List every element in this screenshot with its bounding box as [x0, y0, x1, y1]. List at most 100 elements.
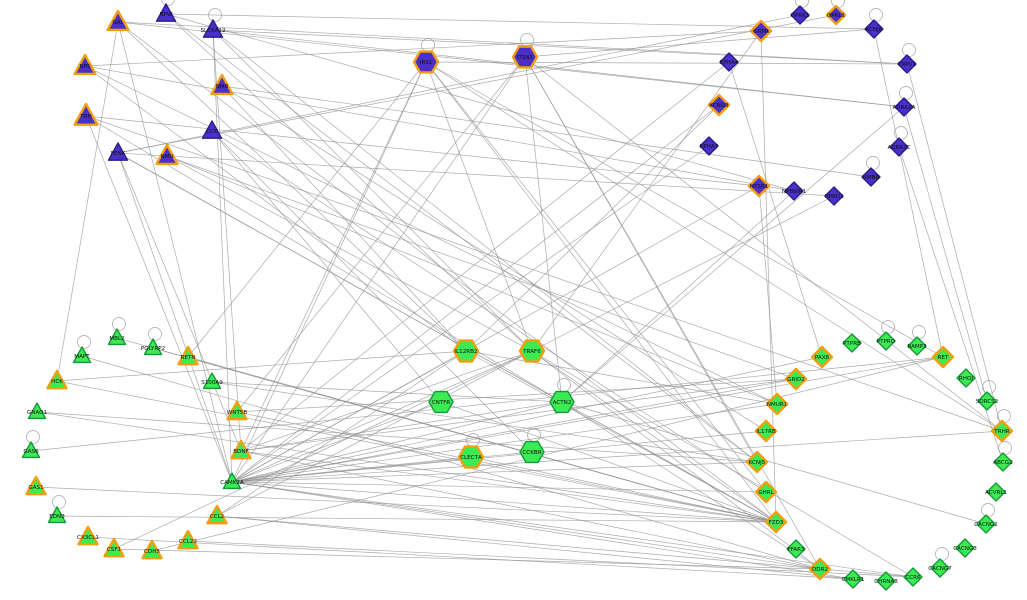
diamond-node-shape[interactable]	[861, 167, 881, 187]
triangle-node-shape[interactable]	[143, 338, 163, 356]
node-gd12[interactable]: KCNJ5	[745, 450, 769, 474]
node-ph1[interactable]: IRS1	[412, 50, 440, 74]
node-gh2[interactable]: TRAF6	[518, 339, 546, 363]
node-gh5[interactable]: CLEC7A	[457, 445, 485, 469]
diamond-node-shape[interactable]	[745, 450, 769, 474]
diamond-node-shape[interactable]	[810, 345, 834, 369]
triangle-node-shape[interactable]	[230, 439, 252, 460]
triangle-node-shape[interactable]	[27, 402, 47, 420]
node-pt3[interactable]: SLC6A12	[200, 19, 226, 38]
node-pd4[interactable]: KCNJ6	[864, 19, 884, 39]
hexagon-node-shape[interactable]	[549, 390, 575, 414]
node-pd14[interactable]: NMBR	[861, 167, 881, 187]
triangle-node-shape[interactable]	[21, 441, 41, 459]
triangle-node-shape[interactable]	[222, 472, 242, 490]
node-pd8[interactable]: ADRA2A	[892, 97, 916, 117]
node-gd9[interactable]: SORCS2	[976, 391, 999, 411]
node-gt7[interactable]: GNAO1	[27, 402, 48, 420]
node-pt1[interactable]: GAL	[106, 9, 130, 32]
node-pt4[interactable]: NPS	[73, 53, 97, 76]
node-gt8[interactable]: WNT5B	[226, 400, 248, 421]
node-gh6[interactable]: CCKBR	[519, 440, 545, 464]
diamond-node-shape[interactable]	[976, 514, 996, 534]
diamond-node-shape[interactable]	[754, 419, 778, 443]
diamond-node-shape[interactable]	[894, 97, 914, 117]
node-gd24[interactable]: CCR6	[903, 567, 923, 587]
node-gt18[interactable]: CCL22	[177, 529, 199, 550]
node-gt13[interactable]: EDN3	[47, 506, 67, 524]
diamond-node-shape[interactable]	[955, 538, 975, 558]
node-gd21[interactable]: CACNG7	[928, 558, 952, 578]
triangle-node-shape[interactable]	[73, 53, 97, 76]
diamond-node-shape[interactable]	[903, 567, 923, 587]
triangle-node-shape[interactable]	[46, 369, 68, 390]
node-pd2[interactable]: OPRK1	[790, 5, 810, 25]
diamond-node-shape[interactable]	[747, 174, 771, 198]
diamond-node-shape[interactable]	[930, 558, 950, 578]
node-gt11[interactable]: GAS1	[25, 475, 47, 496]
node-gd8[interactable]: NMUR1	[765, 392, 789, 416]
node-gd1[interactable]: PTPRB	[842, 333, 862, 353]
hexagon-node-shape[interactable]	[428, 390, 454, 414]
diamond-node-shape[interactable]	[931, 345, 955, 369]
triangle-node-shape[interactable]	[107, 328, 127, 346]
node-pt6[interactable]: TRH	[73, 102, 99, 126]
triangle-node-shape[interactable]	[141, 539, 163, 560]
diamond-node-shape[interactable]	[699, 136, 719, 156]
node-gt2[interactable]: MAPT	[72, 346, 92, 364]
diamond-node-shape[interactable]	[825, 4, 847, 26]
triangle-node-shape[interactable]	[206, 504, 228, 525]
node-gt5[interactable]: HCK	[46, 369, 68, 390]
hexagon-node-shape[interactable]	[412, 50, 440, 74]
triangle-node-shape[interactable]	[226, 400, 248, 421]
diamond-node-shape[interactable]	[986, 482, 1006, 502]
node-gt15[interactable]: CX3CL1	[77, 525, 99, 546]
diamond-node-shape[interactable]	[824, 186, 844, 206]
node-gd15[interactable]: ACVRL1	[985, 482, 1007, 502]
node-gt16[interactable]: CSF1	[103, 537, 125, 558]
diamond-node-shape[interactable]	[784, 367, 808, 391]
node-gh1[interactable]: IL12RB2	[452, 339, 480, 363]
diamond-node-shape[interactable]	[897, 54, 917, 74]
hexagon-node-shape[interactable]	[457, 445, 485, 469]
triangle-node-shape[interactable]	[202, 19, 224, 38]
node-gd4[interactable]: PAX8	[810, 345, 834, 369]
hexagon-node-shape[interactable]	[518, 339, 546, 363]
node-pd3[interactable]: OPRL1	[825, 4, 847, 26]
node-ph2[interactable]: ITSN1	[511, 45, 539, 69]
triangle-node-shape[interactable]	[73, 102, 99, 126]
diamond-node-shape[interactable]	[907, 336, 927, 356]
triangle-node-shape[interactable]	[210, 73, 234, 96]
triangle-node-shape[interactable]	[155, 3, 177, 22]
hexagon-node-shape[interactable]	[519, 440, 545, 464]
diamond-node-shape[interactable]	[765, 392, 789, 416]
diamond-node-shape[interactable]	[977, 391, 997, 411]
diamond-node-shape[interactable]	[749, 19, 773, 43]
diamond-node-shape[interactable]	[790, 5, 810, 25]
hexagon-node-shape[interactable]	[511, 45, 539, 69]
node-gt9[interactable]: GAS6	[21, 441, 41, 459]
node-pd9[interactable]: EPHA7	[699, 136, 719, 156]
triangle-node-shape[interactable]	[47, 506, 67, 524]
diamond-node-shape[interactable]	[808, 557, 832, 581]
node-gd16[interactable]: FZD3	[764, 510, 788, 534]
diamond-node-shape[interactable]	[993, 452, 1013, 472]
diamond-node-shape[interactable]	[864, 19, 884, 39]
triangle-node-shape[interactable]	[72, 346, 92, 364]
node-pd10[interactable]: ADRA2C	[887, 137, 911, 157]
node-pd13[interactable]: OPRD1	[824, 186, 844, 206]
diamond-node-shape[interactable]	[764, 510, 788, 534]
node-gd7[interactable]: RHOJ	[956, 368, 976, 388]
node-pd12[interactable]: NPBWR1	[782, 181, 807, 201]
triangle-node-shape[interactable]	[106, 9, 130, 32]
diamond-node-shape[interactable]	[784, 181, 804, 201]
triangle-node-shape[interactable]	[25, 475, 47, 496]
diamond-node-shape[interactable]	[719, 52, 739, 72]
node-gd19[interactable]: CACNG3	[953, 538, 977, 558]
node-gt14[interactable]: CCL2	[206, 504, 228, 525]
node-pt9[interactable]: NMU	[155, 143, 179, 166]
triangle-node-shape[interactable]	[77, 525, 99, 546]
node-gd13[interactable]: ABCG2	[993, 452, 1013, 472]
node-gd14[interactable]: GHRL	[754, 480, 778, 504]
node-gh4[interactable]: ACTN2	[549, 390, 575, 414]
